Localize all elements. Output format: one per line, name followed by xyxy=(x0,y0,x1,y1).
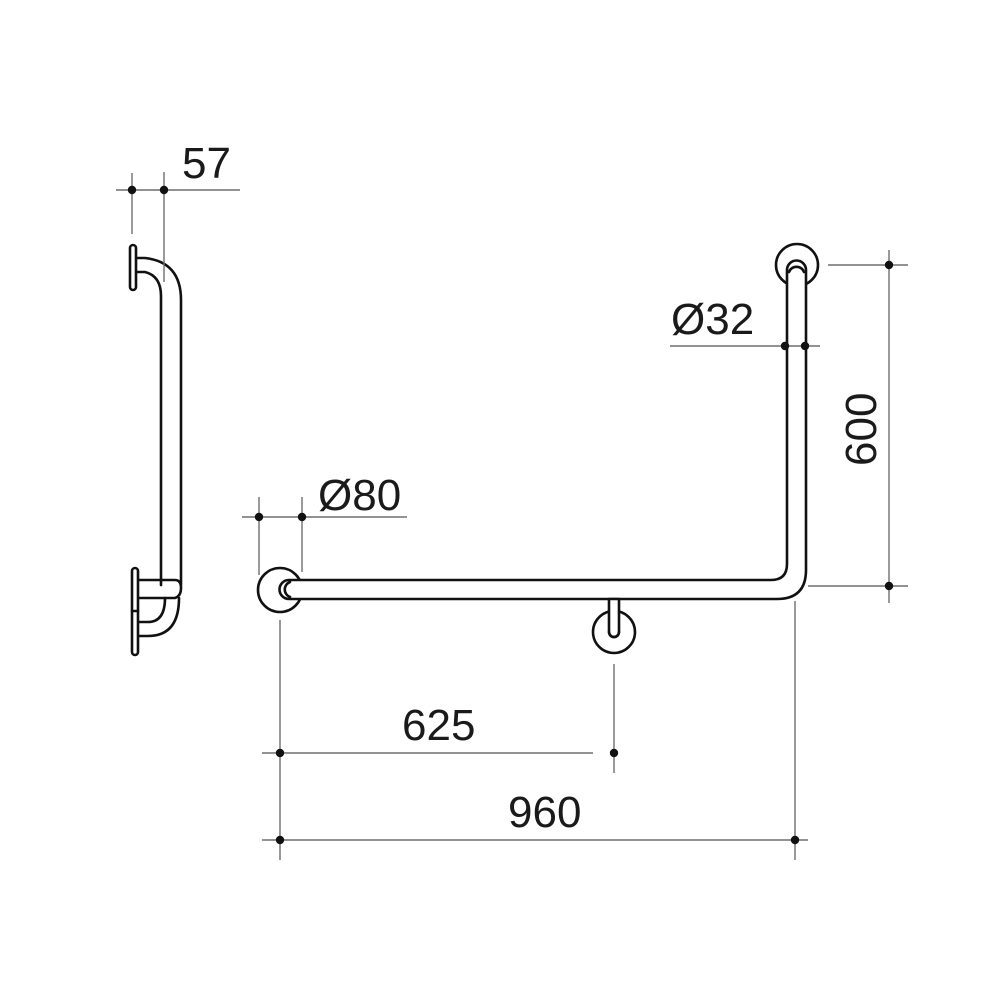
dim-80-dot-right xyxy=(297,512,307,522)
left-tube-end-cap xyxy=(283,580,292,599)
dim-57-dot-right xyxy=(159,185,169,195)
l-shaped-rail xyxy=(278,259,808,601)
side-top-bend-outer xyxy=(135,256,183,587)
front-view: Ø32 Ø80 600 625 960 xyxy=(242,242,908,860)
dim-600-label: 600 xyxy=(837,393,886,466)
dim-600-dot-bottom xyxy=(884,581,894,591)
dim-960-dot-right xyxy=(790,835,800,845)
side-view: 57 xyxy=(116,139,240,657)
dim-960-label: 960 xyxy=(508,788,581,837)
dim-600-dot-top xyxy=(884,260,894,270)
dim-625-dot-left xyxy=(275,748,285,758)
dim-625-dot-right xyxy=(609,748,619,758)
dim-57-label: 57 xyxy=(182,139,231,188)
dim-625-label: 625 xyxy=(402,701,475,750)
side-top-wall-plate xyxy=(128,243,138,292)
dim-32-dot-left xyxy=(780,341,790,351)
side-bottom-stub xyxy=(137,578,183,600)
middle-support-stem xyxy=(607,599,621,639)
dim-80-label: Ø80 xyxy=(318,471,401,520)
middle-stem-cap xyxy=(607,630,621,639)
side-bottom-bend-inner xyxy=(137,596,167,624)
dim-32-dot-right xyxy=(800,341,810,351)
dim-80-dot-left xyxy=(254,512,264,522)
dim-57-dot-left xyxy=(127,185,137,195)
side-top-bend-inner xyxy=(135,270,163,587)
top-tube-end-cap xyxy=(787,265,806,274)
dim-32-label: Ø32 xyxy=(671,295,754,344)
side-bottom-bend-outer xyxy=(137,596,181,638)
dim-960-dot-left xyxy=(275,835,285,845)
